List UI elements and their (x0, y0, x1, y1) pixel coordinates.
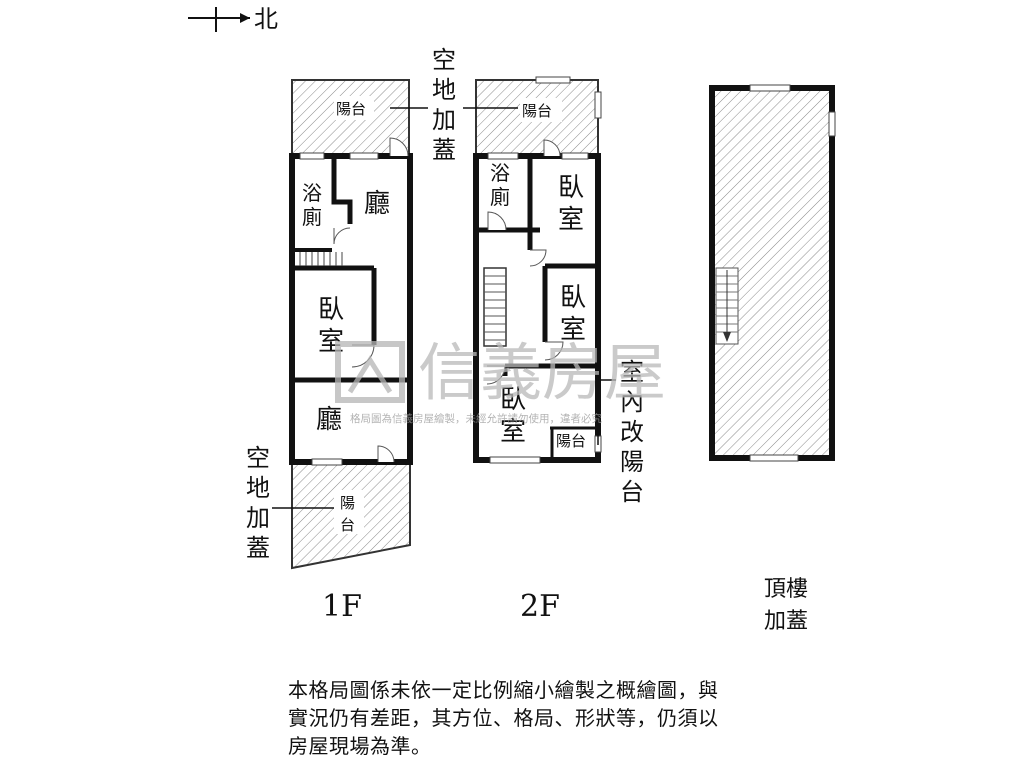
floor-1-bedroom-label-1: 臥 (318, 295, 344, 325)
floor-2-bedroom-c-label-2: 室 (500, 417, 526, 447)
floor-1-bottom-annotation-3: 加 (246, 504, 270, 532)
floor-2-bedroom-a-label-1: 臥 (558, 173, 584, 203)
watermark-notice: 格局圖為信義房屋繪製，未經允許請勿使用，違者必究 (350, 412, 602, 425)
floor-2-annotation-3: 改 (620, 418, 644, 446)
disclaimer-line-1: 本格局圖係未依一定比例縮小繪製之概繪圖，與 (288, 678, 719, 702)
disclaimer-line-2: 實況仍有差距，其方位、格局、形狀等，仍須以 (288, 706, 719, 730)
floor-1-living-bottom-label: 廳 (316, 405, 342, 435)
roof-plan (709, 84, 836, 462)
floor-2-bath-label-2: 廁 (490, 185, 510, 209)
floor-1-top-annotation-3: 加 (432, 106, 456, 134)
floor-1-bath-label-2: 廁 (302, 205, 322, 229)
north-arrow-icon (188, 7, 250, 32)
floor-2-annotation-4: 陽 (620, 448, 644, 476)
floor-1-top-annotation-2: 地 (432, 76, 456, 104)
floor-1-title: 1F (322, 589, 362, 624)
floor-1-bath-label-1: 浴 (302, 181, 322, 205)
floor-1-top-annotation-4: 蓋 (432, 136, 456, 164)
floor-1-plan (289, 79, 413, 570)
stair-arrow-icon (723, 332, 731, 342)
floor-1-bottom-annotation-1: 空 (246, 444, 270, 472)
watermark-logo-icon (335, 341, 405, 403)
roof-label-2: 加蓋 (764, 609, 808, 634)
floor-1-bottom-balcony-label-1: 陽 (340, 494, 355, 512)
floor-2-title: 2F (520, 589, 560, 624)
disclaimer: 本格局圖係未依一定比例縮小繪製之概繪圖，與 實況仍有差距，其方位、格局、形狀等，… (288, 676, 828, 760)
floor-1-top-annotation-1: 空 (432, 46, 456, 74)
roof-label-1: 頂樓 (764, 577, 808, 602)
floor-2-annotation-2: 內 (620, 388, 644, 416)
floor-2-annotation-1: 室 (620, 358, 644, 386)
floor-2-annotation-5: 台 (620, 478, 644, 506)
floor-1-top-balcony-label: 陽台 (336, 100, 366, 118)
floor-2-bedroom-a-label-2: 室 (558, 205, 584, 235)
watermark: 信義房屋 格局圖為信義房屋繪製，未經允許請勿使用，違者必究 (335, 336, 666, 425)
floor-2-bedroom-b-label-2: 室 (560, 315, 586, 345)
floor-2-bath-label-1: 浴 (490, 161, 510, 185)
floor-2-plan (473, 76, 602, 464)
floor-2-bedroom-c-label-1: 臥 (500, 385, 526, 415)
floor-2-top-balcony-label: 陽台 (522, 102, 552, 120)
floor-1-bottom-annotation-4: 蓋 (246, 534, 270, 562)
floor-2-small-balcony-label: 陽台 (556, 432, 586, 450)
north-label: 北 (254, 5, 278, 33)
watermark-brand: 信義房屋 (418, 336, 666, 409)
floor-1-bottom-annotation-2: 地 (246, 474, 270, 502)
disclaimer-line-3: 房屋現場為準。 (288, 734, 432, 758)
floor-1-living-top-label: 廳 (364, 189, 390, 219)
floor-1-bottom-balcony-label-2: 台 (340, 516, 355, 534)
floor-2-bedroom-b-label-1: 臥 (560, 283, 586, 313)
